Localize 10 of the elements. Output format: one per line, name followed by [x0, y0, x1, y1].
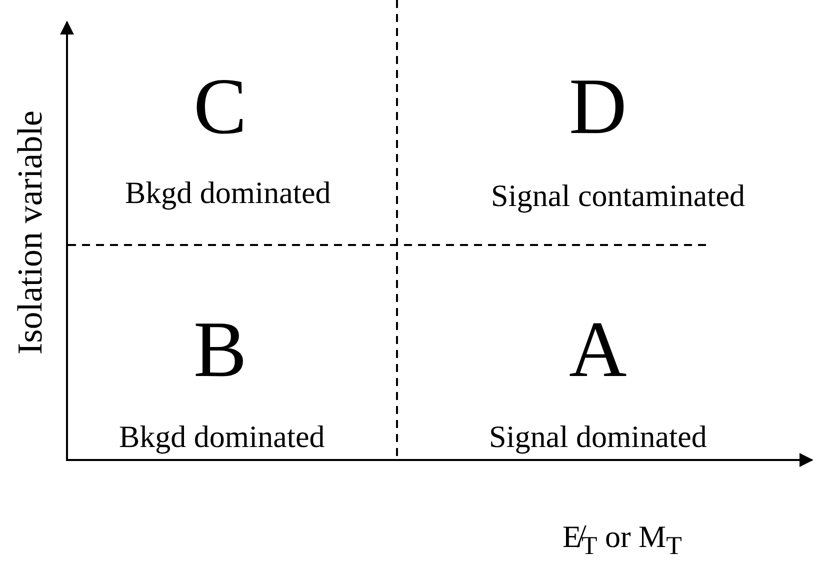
- axis-title: E̸$_{T}$ or M$_{T}$: [562, 521, 682, 560]
- region-description: Signal contaminated: [491, 180, 745, 210]
- region-letter: A: [569, 310, 627, 390]
- region-description: Bkgd dominated: [119, 420, 325, 452]
- region-letter: D: [569, 67, 627, 147]
- region-description: Bkgd dominated: [125, 176, 331, 208]
- region-letter: C: [194, 67, 247, 147]
- axis-title: Isolation variable: [12, 110, 48, 354]
- region-letter: B: [194, 310, 247, 390]
- region-description: Signal dominated: [489, 420, 707, 452]
